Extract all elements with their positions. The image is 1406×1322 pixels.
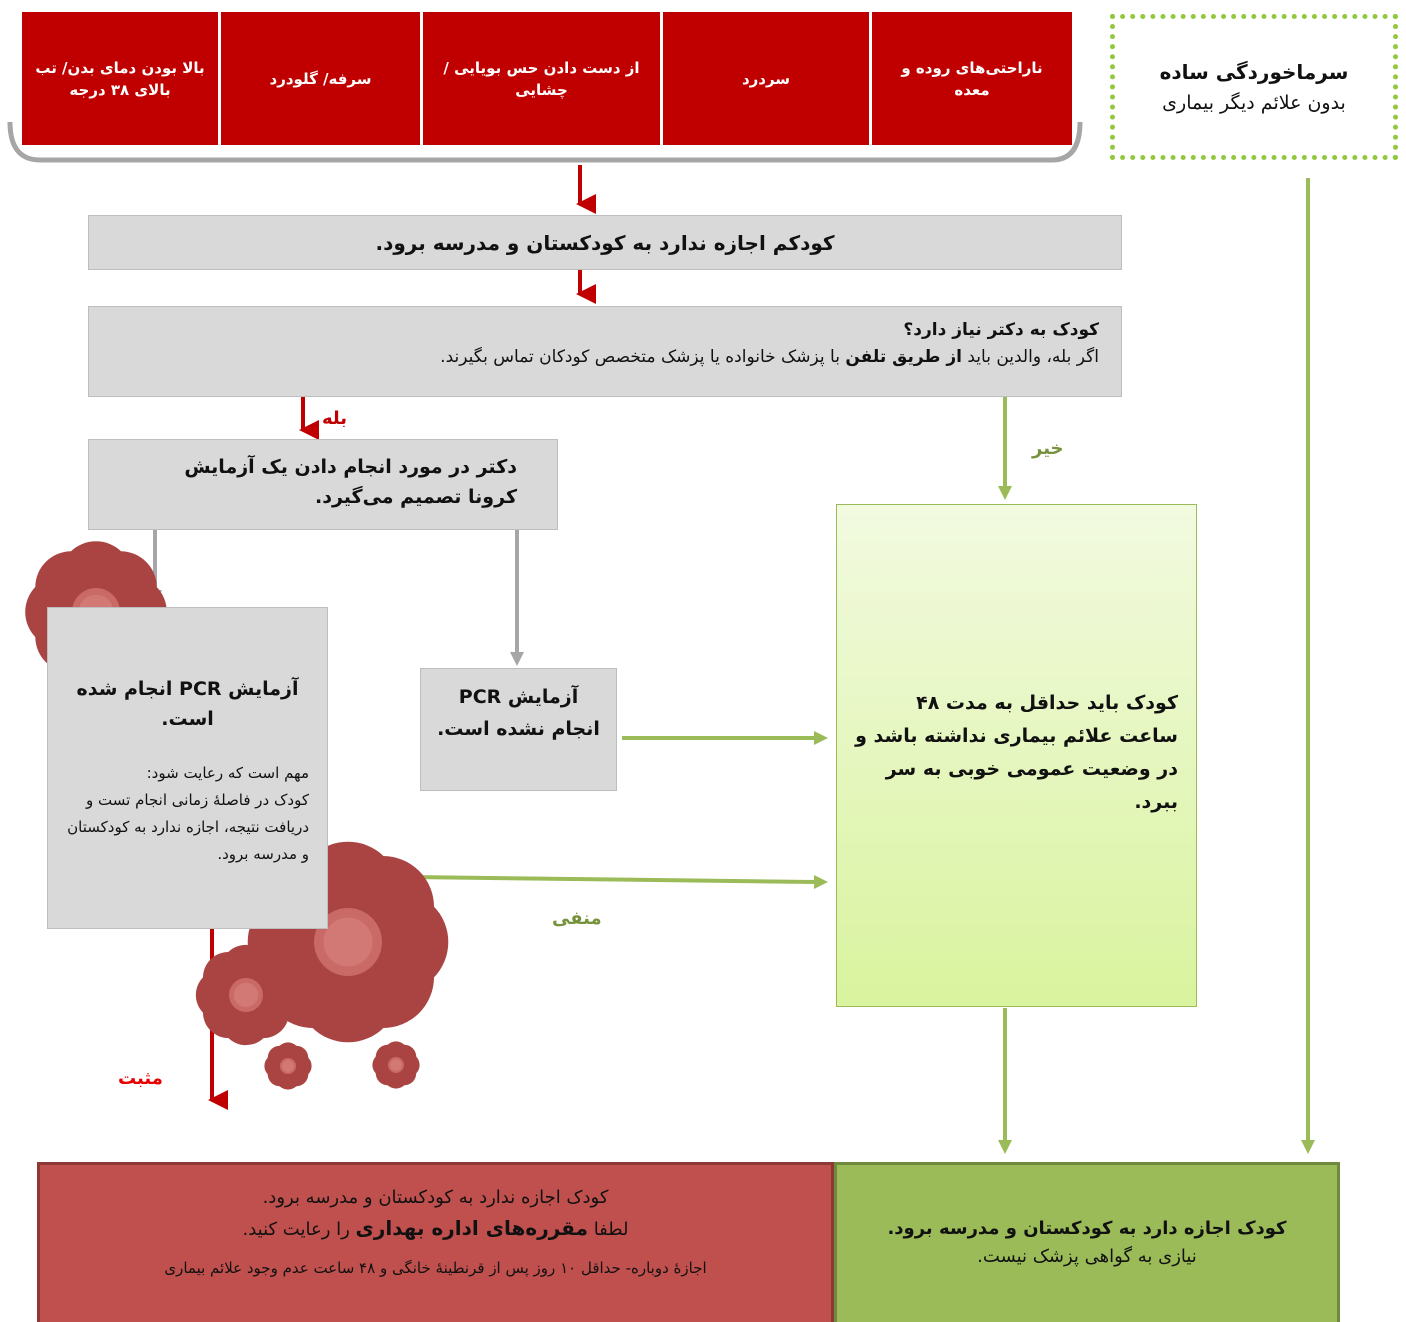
pcr-done-title: آزمایش PCR انجام شده است. xyxy=(76,678,299,730)
simple-cold-subtitle: بدون علائم دیگر بیماری xyxy=(1162,92,1346,114)
no-daycare-box: کودکم اجازه ندارد به کودکستان و مدرسه بر… xyxy=(88,215,1122,270)
simple-cold-title: سرماخوردگی ساده xyxy=(1159,60,1349,84)
symptom-bracket xyxy=(7,121,1083,163)
label-no: خیر xyxy=(1032,438,1064,459)
symptom-headache: سردرد xyxy=(663,12,869,145)
result-not-allowed-line2: لطفا مقرره‌های اداره بهداری را رعایت کنی… xyxy=(40,1213,831,1245)
label-negative: منفی xyxy=(552,908,602,929)
symptom-gastro: ناراحتی‌های روده و معده xyxy=(872,12,1072,145)
pcr-done-note-body: کودک در فاصلهٔ زمانی انجام تست و دریافت … xyxy=(67,791,309,863)
health-office-rules: مقرره‌های اداره بهداری xyxy=(355,1216,588,1240)
doctor-need-box: کودک به دکتر نیاز دارد؟ اگر بله، والدین … xyxy=(88,306,1122,397)
symptom-free-box: کودک باید حداقل به مدت ۴۸ ساعت علائم بیم… xyxy=(836,504,1197,1007)
result-not-allowed: کودک اجازه ندارد به کودکستان و مدرسه برو… xyxy=(37,1162,834,1322)
label-yes: بله xyxy=(322,408,348,429)
result-allowed-line1: کودک اجازه دارد به کودکستان و مدرسه برود… xyxy=(887,1218,1287,1239)
result-allowed-line2: نیازی به گواهی پزشک نیست. xyxy=(977,1246,1197,1267)
result-allowed: کودک اجازه دارد به کودکستان و مدرسه برود… xyxy=(834,1162,1340,1322)
pcr-done-note-title: مهم است که رعایت شود: xyxy=(146,764,309,782)
doctor-decides-box: دکتر در مورد انجام دادن یک آزمایش کرونا … xyxy=(88,439,558,530)
symptom-fever: بالا بودن دمای بدن/ تب بالای ۳۸ درجه xyxy=(22,12,218,145)
virus-icon xyxy=(221,970,270,1019)
result-not-allowed-line3: اجازهٔ دوباره- حداقل ۱۰ روز پس از قرنطین… xyxy=(164,1259,707,1277)
pcr-not-done-box: آزمایش PCR انجام نشده است. xyxy=(420,668,617,791)
label-positive: مثبت xyxy=(118,1068,163,1089)
pcr-done-note: مهم است که رعایت شود: کودک در فاصلهٔ زما… xyxy=(66,760,309,868)
virus-icon xyxy=(276,1054,299,1077)
by-phone-text: از طریق تلفن xyxy=(845,347,962,367)
doctor-need-question: کودک به دکتر نیاز دارد؟ xyxy=(903,320,1099,340)
doctor-need-text-end: با پزشک خانواده یا پزشک متخصص کودکان تما… xyxy=(440,347,846,367)
line2-post: را رعایت کنید. xyxy=(242,1219,356,1240)
virus-icon xyxy=(384,1053,407,1076)
pcr-done-box: آزمایش PCR انجام شده است. مهم است که رعا… xyxy=(47,607,328,929)
result-not-allowed-line1: کودک اجازه ندارد به کودکستان و مدرسه برو… xyxy=(262,1187,609,1208)
line2-pre: لطفا xyxy=(587,1219,629,1240)
doctor-need-text: اگر بله، والدین باید xyxy=(961,347,1099,367)
simple-cold-box: سرماخوردگی ساده بدون علائم دیگر بیماری xyxy=(1110,14,1398,160)
doctor-need-instruction: اگر بله، والدین باید از طریق تلفن با پزش… xyxy=(111,344,1099,371)
symptom-cough: سرفه/ گلودرد xyxy=(221,12,420,145)
symptom-smell-taste: از دست دادن حس بویایی / چشایی xyxy=(423,12,660,145)
